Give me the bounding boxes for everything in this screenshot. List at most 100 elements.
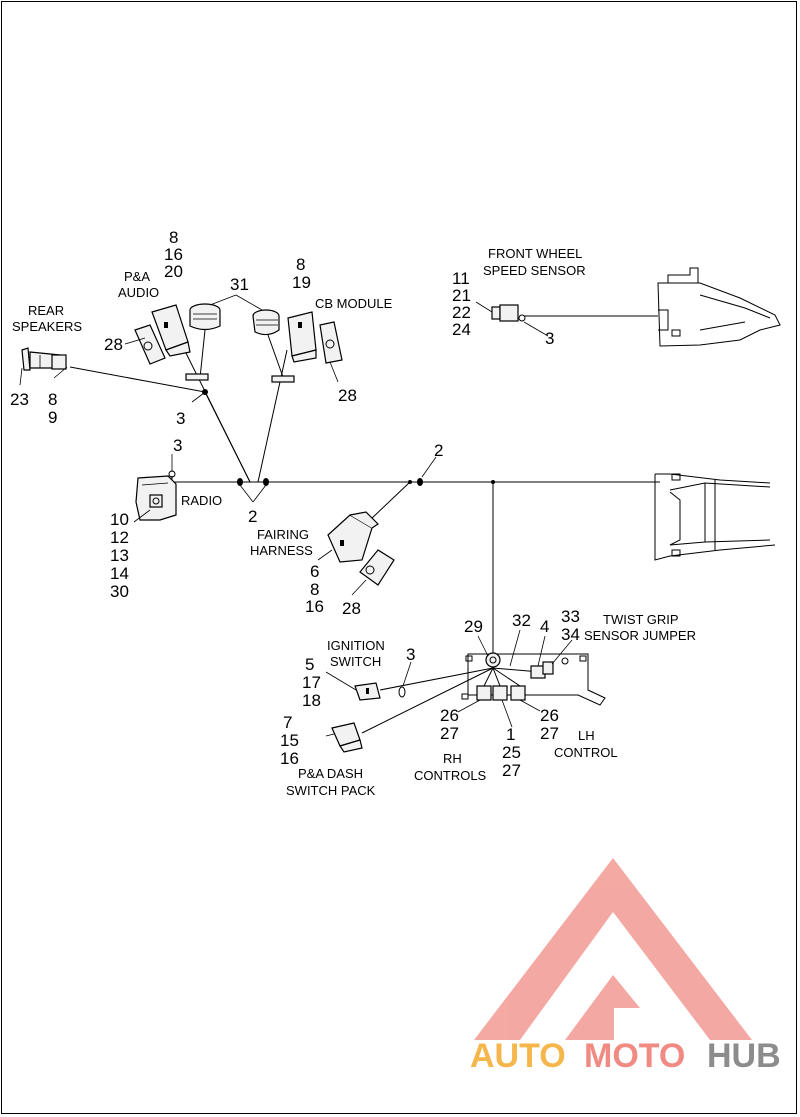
callout-number: 34 (561, 625, 580, 644)
watermark-text: AUTO MOTO HUB (470, 1037, 781, 1075)
front-frame-lower-part (654, 473, 776, 561)
callout-number: 16 (305, 597, 324, 616)
clip-icon (417, 478, 423, 486)
callout-number: 28 (338, 386, 357, 405)
callout-number: 8 (310, 580, 319, 599)
pa-audio-label: P&A (124, 269, 150, 284)
fairing-harness-label: FAIRING (257, 527, 309, 542)
rh-controls-label: CONTROLS (414, 768, 487, 783)
fairing-bracket-part (359, 549, 395, 586)
control-plate-part (461, 652, 606, 706)
callout-number: 1 (506, 725, 515, 744)
clip-icon (398, 686, 406, 698)
callout-number: 3 (406, 645, 415, 664)
callout-number: 22 (452, 303, 471, 322)
logo-m-icon (565, 975, 640, 1040)
twist-grip-label: SENSOR JUMPER (584, 628, 696, 643)
bracket-right-part (319, 321, 343, 364)
watermark-hub: HUB (707, 1037, 781, 1075)
callout-number: 31 (230, 275, 249, 294)
watermark-logo (474, 858, 752, 1040)
callout-number: 3 (176, 409, 185, 428)
callout-number: 11 (452, 269, 470, 288)
watermark-moto: MOTO (584, 1037, 685, 1075)
callout-number: 24 (452, 320, 471, 339)
callout-number: 4 (540, 617, 549, 636)
callout-number: 9 (48, 408, 57, 427)
callout-number: 12 (110, 528, 129, 547)
callout-number: 17 (302, 673, 321, 692)
callout-number: 16 (280, 749, 299, 768)
fairing-harness-label: HARNESS (250, 543, 313, 558)
callout-number: 23 (10, 390, 29, 409)
callout-number: 28 (342, 599, 361, 618)
callout-number: 13 (110, 546, 129, 565)
callout-number: 10 (110, 510, 129, 529)
ignition-switch-label: IGNITION (327, 638, 385, 653)
logo-triangle-icon (474, 858, 752, 1040)
pa-dash-label: SWITCH PACK (286, 783, 376, 798)
front-fork-upper-part (657, 267, 781, 347)
bracket-left-part (134, 324, 166, 365)
callout-number: 6 (310, 562, 319, 581)
callout-number: 3 (173, 436, 182, 455)
antenna-right-part (252, 309, 295, 383)
cb-module-part (287, 311, 317, 363)
callout-number: 33 (561, 607, 580, 626)
callout-number: 29 (464, 617, 483, 636)
callout-number: 20 (164, 262, 183, 281)
callout-number: 32 (512, 611, 531, 630)
callout-number: 2 (434, 441, 443, 460)
callout-number: 26 (540, 706, 559, 725)
callout-number: 14 (110, 564, 129, 583)
rear-speakers-label: REAR (28, 303, 64, 318)
callout-number: 8 (169, 228, 178, 247)
callout-leaders (19, 301, 573, 737)
pa-audio-part (151, 304, 191, 357)
speed-sensor-part (491, 304, 526, 322)
clip-icon (237, 478, 243, 486)
callout-number: 5 (305, 655, 314, 674)
clip-icon (491, 480, 495, 484)
fairing-harness-part (327, 511, 379, 563)
callout-number: 21 (452, 286, 471, 305)
callout-number: 19 (292, 273, 311, 292)
callout-number: 25 (502, 743, 521, 762)
lh-control-label: CONTROL (554, 745, 618, 760)
reference-numbers: 8 16 20 8 19 31 28 28 11 21 22 24 3 23 8… (10, 228, 580, 780)
callout-number: 30 (110, 582, 129, 601)
ignition-connector-part (354, 682, 381, 701)
callout-number: 8 (296, 255, 305, 274)
callout-number: 27 (502, 761, 521, 780)
rear-speaker-part (21, 347, 67, 371)
harness-wires (69, 315, 660, 734)
callout-number: 28 (104, 335, 123, 354)
callout-number: 3 (545, 329, 554, 348)
callout-number: 16 (164, 245, 183, 264)
rear-speakers-label: SPEAKERS (12, 319, 82, 334)
callout-number: 27 (540, 724, 559, 743)
lh-control-label: LH (578, 728, 595, 743)
pa-dash-label: P&A DASH (298, 766, 363, 781)
component-labels: REAR SPEAKERS P&A AUDIO CB MODULE FRONT … (12, 246, 696, 798)
cb-module-label: CB MODULE (315, 296, 393, 311)
speed-sensor-label: SPEED SENSOR (483, 263, 586, 278)
rh-controls-label: RH (443, 751, 462, 766)
callout-number: 7 (283, 713, 292, 732)
callout-number: 2 (248, 507, 257, 526)
radio-part (135, 475, 177, 521)
antenna-left-part (185, 303, 221, 381)
callout-number: 18 (302, 691, 321, 710)
callout-number: 27 (440, 724, 459, 743)
ignition-switch-label: SWITCH (330, 654, 381, 669)
dash-switch-connector-part (331, 722, 363, 753)
callout-number: 15 (280, 731, 299, 750)
callout-number: 26 (440, 706, 459, 725)
clip-icon (408, 480, 412, 484)
radio-label: RADIO (181, 493, 222, 508)
clip-icon (263, 478, 269, 486)
speed-sensor-label: FRONT WHEEL (488, 246, 582, 261)
twist-grip-label: TWIST GRIP (603, 612, 679, 627)
